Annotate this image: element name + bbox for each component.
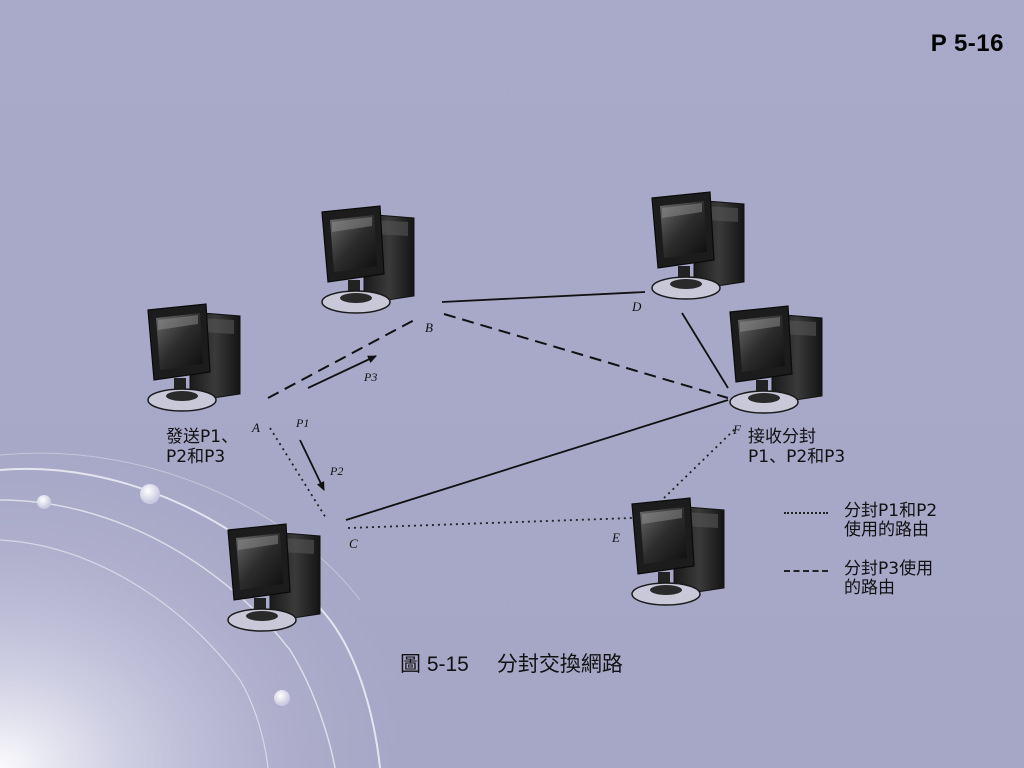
decor-dot [37,495,51,509]
legend-dashed-text: 分封P3使用 的路由 [844,560,933,598]
dashed-route-p3 [267,313,729,399]
computer-a [147,303,241,412]
route-e-f [663,427,737,499]
legend-dotted-swatch [784,512,828,514]
computer-b [321,205,415,314]
node-label-a: A [252,420,260,435]
route-c-e [347,517,633,529]
sender-label: 發送P1、 P2和P3 [166,427,238,467]
computer-e [631,497,725,606]
legend-dotted-line2: 使用的路由 [844,520,929,540]
receiver-label-line2: P1、P2和P3 [748,447,846,467]
sender-label-line1: 發送P1、 [166,427,239,447]
arrow-p1-p2 [299,439,325,491]
node-label-b: B [425,320,433,335]
node-label-f: F [733,422,741,437]
legend-dashed: 分封P3使用 的路由 [784,560,933,598]
route-a-c [269,427,327,519]
packet-label-p3: P3 [364,370,378,384]
receiver-label-line1: 接收分封 [748,427,816,447]
figure-caption: 圖 5-15 分封交換網路 [400,648,623,678]
node-label-d: D [632,299,642,314]
solid-links [345,291,729,521]
route-b-f [443,313,729,399]
decor-dot [274,690,290,706]
receiver-label: 接收分封 P1、P2和P3 [748,427,845,467]
computer-f [729,305,823,414]
computer-c [227,523,321,632]
link-b-d [441,291,646,303]
link-c-f [345,399,729,521]
link-d-f [681,312,729,389]
route-a-b [267,317,419,399]
figure-number: 圖 5-15 [400,653,469,676]
packet-label-p2: P2 [330,464,344,478]
legend-dashed-line1: 分封P3使用 [844,559,934,579]
legend-dashed-line2: 的路由 [844,578,895,598]
computer-d [651,191,745,300]
page-number: P 5-16 [930,30,1004,57]
node-label-e: E [612,530,620,545]
figure-title: 分封交換網路 [496,652,623,676]
legend-dotted-line1: 分封P1和P2 [844,501,938,521]
packet-label-p1: P1 [296,416,310,430]
node-label-c: C [349,536,358,551]
legend-dotted: 分封P1和P2 使用的路由 [784,502,937,540]
decor-dot [140,484,160,504]
arrow-p3 [307,355,377,389]
sender-label-line2: P2和P3 [166,447,226,467]
legend-dashed-swatch [784,570,828,572]
legend-dotted-text: 分封P1和P2 使用的路由 [844,502,937,540]
